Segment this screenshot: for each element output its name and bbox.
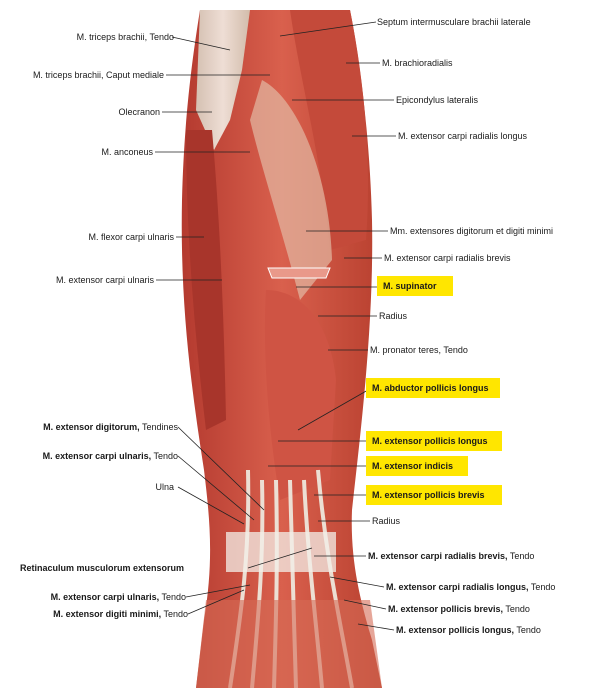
label-epicondylus-lateralis: Epicondylus lateralis — [396, 95, 479, 105]
label-ulna: Ulna — [155, 482, 174, 492]
extensor-mass — [250, 80, 332, 300]
label-extensor-carpi-radialis-longus-tendo: M. extensor carpi radialis longus, Tendo — [386, 582, 556, 592]
leader-lines — [155, 21, 396, 631]
label-abductor-pollicis-longus: M. abductor pollicis longus — [366, 378, 500, 398]
label-anconeus: M. anconeus — [101, 147, 153, 157]
deep-muscles — [264, 290, 336, 500]
label-extensor-indicis: M. extensor indicis — [366, 456, 468, 476]
label-supinator: M. supinator — [377, 276, 453, 296]
label-extensor-pollicis-brevis: M. extensor pollicis brevis — [366, 485, 502, 505]
label-extensor-pollicis-longus: M. extensor pollicis longus — [366, 431, 502, 451]
label-pronator-teres-tendo: M. pronator teres, Tendo — [370, 345, 468, 355]
label-extensor-pollicis-longus-tendo: M. extensor pollicis longus, Tendo — [396, 625, 541, 635]
label-olecranon: Olecranon — [118, 107, 160, 117]
label-extensor-carpi-radialis-brevis: M. extensor carpi radialis brevis — [384, 253, 511, 263]
label-radius-2: Radius — [372, 516, 401, 526]
label-extensor-carpi-radialis-brevis-tendo: M. extensor carpi radialis brevis, Tendo — [368, 551, 535, 561]
hand-dorsum — [196, 600, 382, 688]
label-extensor-carpi-ulnaris-tendo-2: M. extensor carpi ulnaris, Tendo — [50, 592, 186, 602]
brachioradialis-muscle — [290, 10, 369, 250]
label-extensor-digitorum-tendines: M. extensor digitorum, Tendines — [43, 422, 178, 432]
label-retinaculum: Retinaculum musculorum extensorum — [19, 563, 184, 573]
label-triceps-caput-mediale: M. triceps brachii, Caput mediale — [32, 70, 164, 80]
label-brachioradialis: M. brachioradialis — [382, 58, 453, 68]
label-triceps-tendo: M. triceps brachii, Tendo — [76, 32, 174, 42]
label-extensor-digiti-minimi-tendo: M. extensor digiti minimi, Tendo — [53, 609, 188, 619]
label-extensor-carpi-ulnaris-tendo: M. extensor carpi ulnaris, Tendo — [42, 451, 178, 461]
label-septum-intermusculare: Septum intermusculare brachii laterale — [377, 17, 531, 27]
label-extensores-digitorum: Mm. extensores digitorum et digiti minim… — [390, 226, 554, 236]
label-extensor-pollicis-brevis-tendo: M. extensor pollicis brevis, Tendo — [388, 604, 530, 614]
retinaculum — [226, 532, 336, 572]
supinator-band — [267, 267, 331, 279]
label-extensor-carpi-radialis-longus: M. extensor carpi radialis longus — [398, 131, 528, 141]
label-flexor-carpi-ulnaris: M. flexor carpi ulnaris — [88, 232, 174, 242]
label-extensor-carpi-ulnaris: M. extensor carpi ulnaris — [55, 275, 154, 285]
label-radius: Radius — [379, 311, 408, 321]
